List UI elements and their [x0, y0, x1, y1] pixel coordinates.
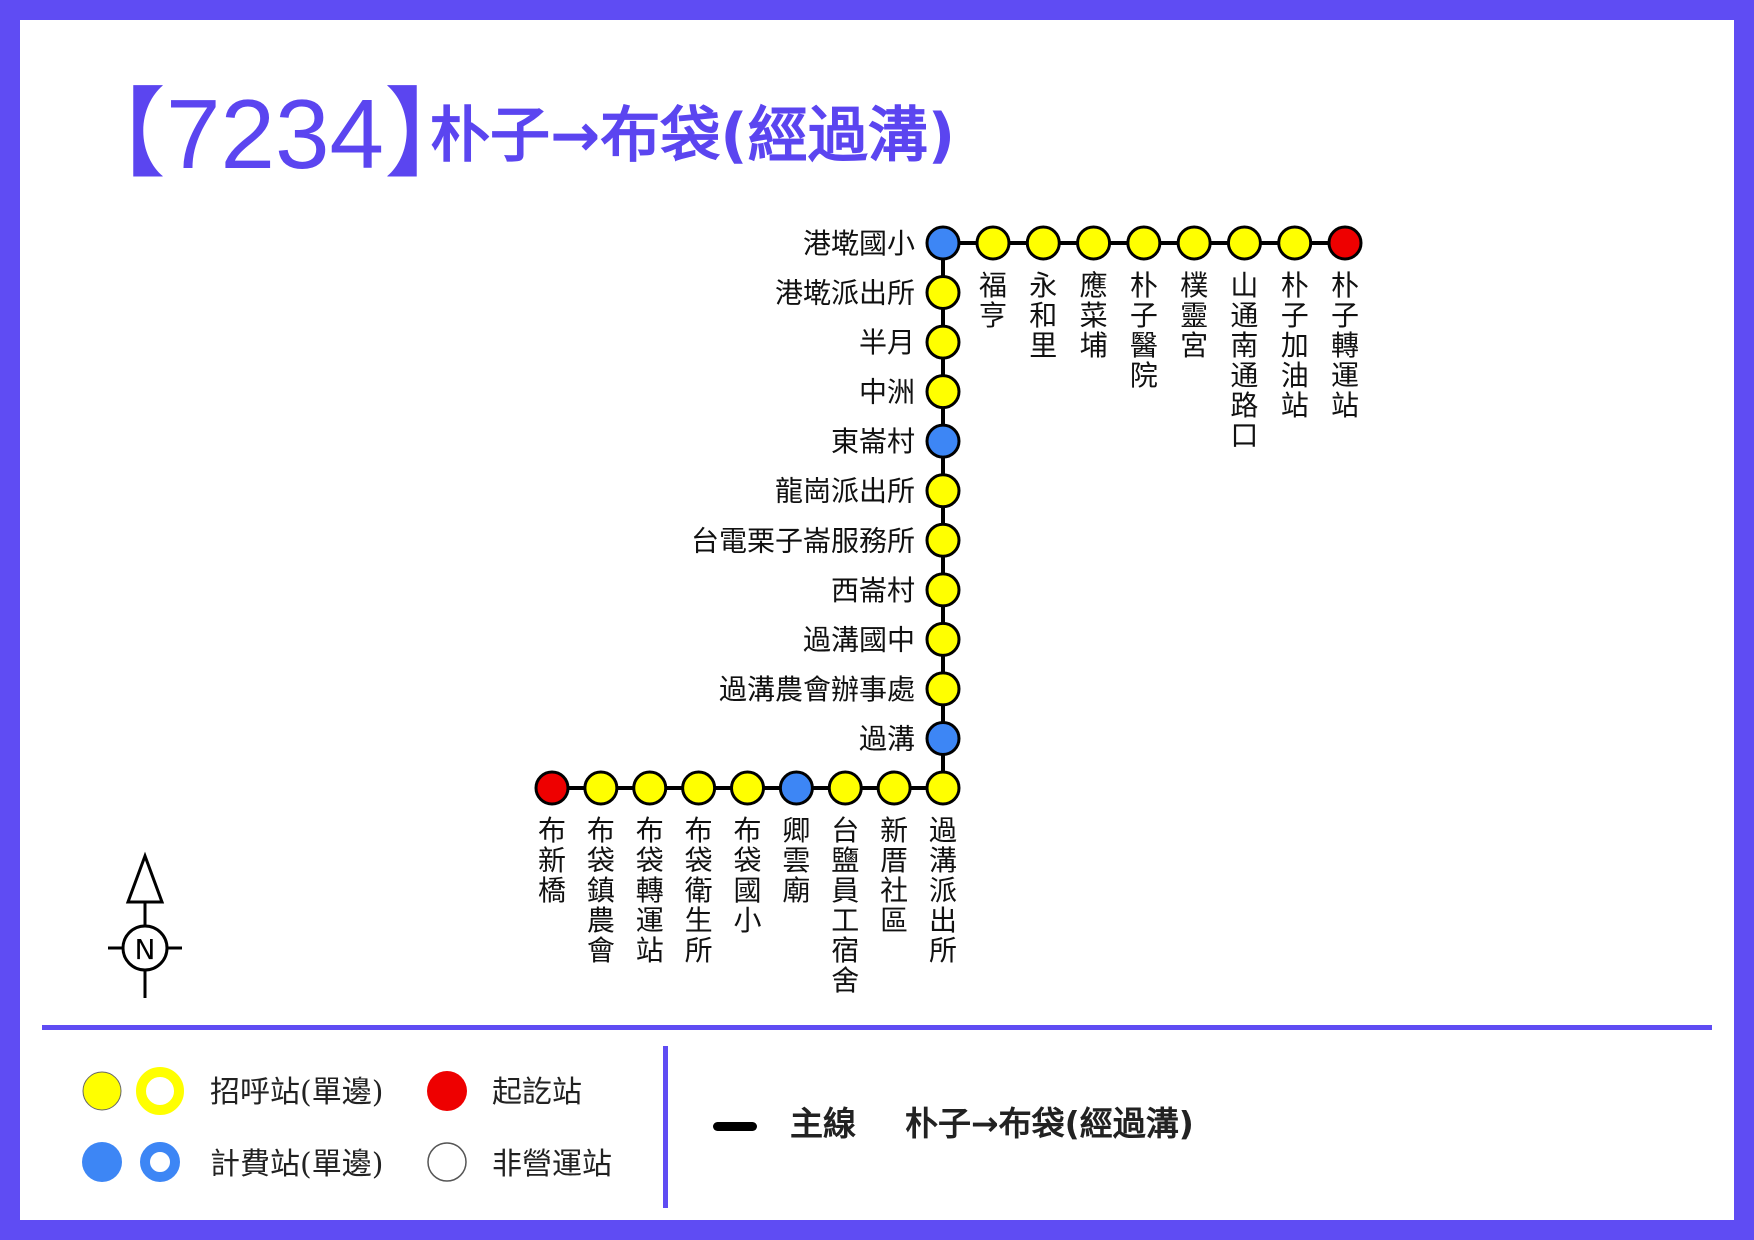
bottom-station-marker — [827, 770, 863, 806]
main-line-label: 主線 — [790, 1104, 856, 1143]
station-label: 應菜埔 — [1080, 269, 1108, 362]
legend-vertical-divider — [663, 1046, 668, 1208]
legend-hail-stop-label: 招呼站(單邊) — [210, 1075, 384, 1110]
bottom-station-marker — [681, 770, 717, 806]
station-label: 新厝社區 — [880, 814, 908, 937]
station-label: 樸靈宮 — [1180, 269, 1208, 362]
station-label: 布袋轉運站 — [636, 814, 664, 967]
station-label: 布袋衛生所 — [685, 814, 713, 967]
station-label: 山通南通路口 — [1230, 269, 1258, 452]
vertical-station-marker — [925, 473, 961, 509]
vertical-station-marker — [925, 374, 961, 410]
vertical-station-marker — [925, 423, 961, 459]
station-label: 過溝國中 — [803, 623, 915, 656]
station-label: 東崙村 — [831, 425, 915, 458]
bottom-station-marker — [876, 770, 912, 806]
station-label: 朴子轉運站 — [1331, 269, 1359, 422]
station-label: 龍崗派出所 — [775, 475, 915, 508]
station-label: 港墘國小 — [803, 227, 915, 260]
main-line-swatch — [713, 1122, 757, 1131]
top-station-marker — [1025, 225, 1061, 261]
legend-fare-stop-icon — [82, 1142, 122, 1182]
station-label: 過溝農會辦事處 — [719, 673, 915, 706]
station-label: 福亨 — [979, 269, 1007, 332]
vertical-station-marker — [925, 522, 961, 558]
top-station-marker — [975, 225, 1011, 261]
north-compass-icon: N — [108, 851, 182, 998]
vertical-station-marker — [925, 225, 961, 261]
legend-terminal-stop-icon — [427, 1071, 467, 1111]
vertical-station-marker — [925, 720, 961, 756]
legend-hail-stop-icon — [82, 1071, 122, 1111]
legend-fare-stop-single-icon — [140, 1142, 180, 1182]
vertical-station-marker — [925, 671, 961, 707]
vertical-station-marker — [925, 621, 961, 657]
vertical-station-marker — [925, 324, 961, 360]
station-label: 過溝 — [859, 722, 915, 755]
top-station-marker — [1226, 225, 1262, 261]
station-label: 布袋國小 — [733, 814, 761, 937]
legend-non-operating-stop-icon — [427, 1142, 467, 1182]
bottom-station-marker — [632, 770, 668, 806]
top-station-marker — [1277, 225, 1313, 261]
top-station-marker — [1327, 225, 1363, 261]
legend-fare-stop-label: 計費站(單邊) — [210, 1147, 384, 1182]
station-label: 布袋鎮農會 — [587, 814, 615, 967]
legend-hail-stop-single-icon — [136, 1067, 184, 1115]
vertical-station-marker — [925, 572, 961, 608]
station-label: 港墘派出所 — [775, 277, 915, 310]
bottom-station-marker — [583, 770, 619, 806]
legend-non-operating-stop-label: 非營運站 — [492, 1147, 612, 1182]
top-station-marker — [1076, 225, 1112, 261]
bottom-station-marker — [730, 770, 765, 806]
top-station-marker — [1126, 225, 1162, 261]
top-station-marker — [1176, 225, 1212, 261]
bottom-station-marker — [534, 770, 570, 806]
station-label: 過溝派出所 — [929, 814, 957, 967]
route-number: 【7234】 — [68, 79, 483, 189]
station-label: 朴子加油站 — [1281, 269, 1309, 422]
station-label: 半月 — [859, 326, 915, 359]
station-label: 西崙村 — [831, 574, 915, 607]
station-label: 台鹽員工宿舍 — [831, 814, 859, 997]
main-line-route: 朴子→布袋(經過溝) — [905, 1104, 1194, 1143]
station-label: 朴子醫院 — [1130, 269, 1158, 392]
station-label: 永和里 — [1029, 269, 1057, 362]
station-label: 卿雲廟 — [782, 814, 810, 907]
station-label: 中洲 — [859, 376, 915, 409]
bottom-station-marker — [778, 770, 814, 806]
station-label: 布新橋 — [538, 814, 566, 907]
vertical-station-marker — [925, 275, 961, 311]
legend-divider — [42, 1025, 1712, 1030]
compass-label: N — [135, 933, 156, 966]
legend-terminal-stop-label: 起訖站 — [492, 1075, 582, 1110]
bottom-station-marker — [925, 770, 961, 806]
station-label: 台電栗子崙服務所 — [691, 524, 915, 557]
route-title: 朴子→布袋(經過溝) — [430, 101, 956, 171]
